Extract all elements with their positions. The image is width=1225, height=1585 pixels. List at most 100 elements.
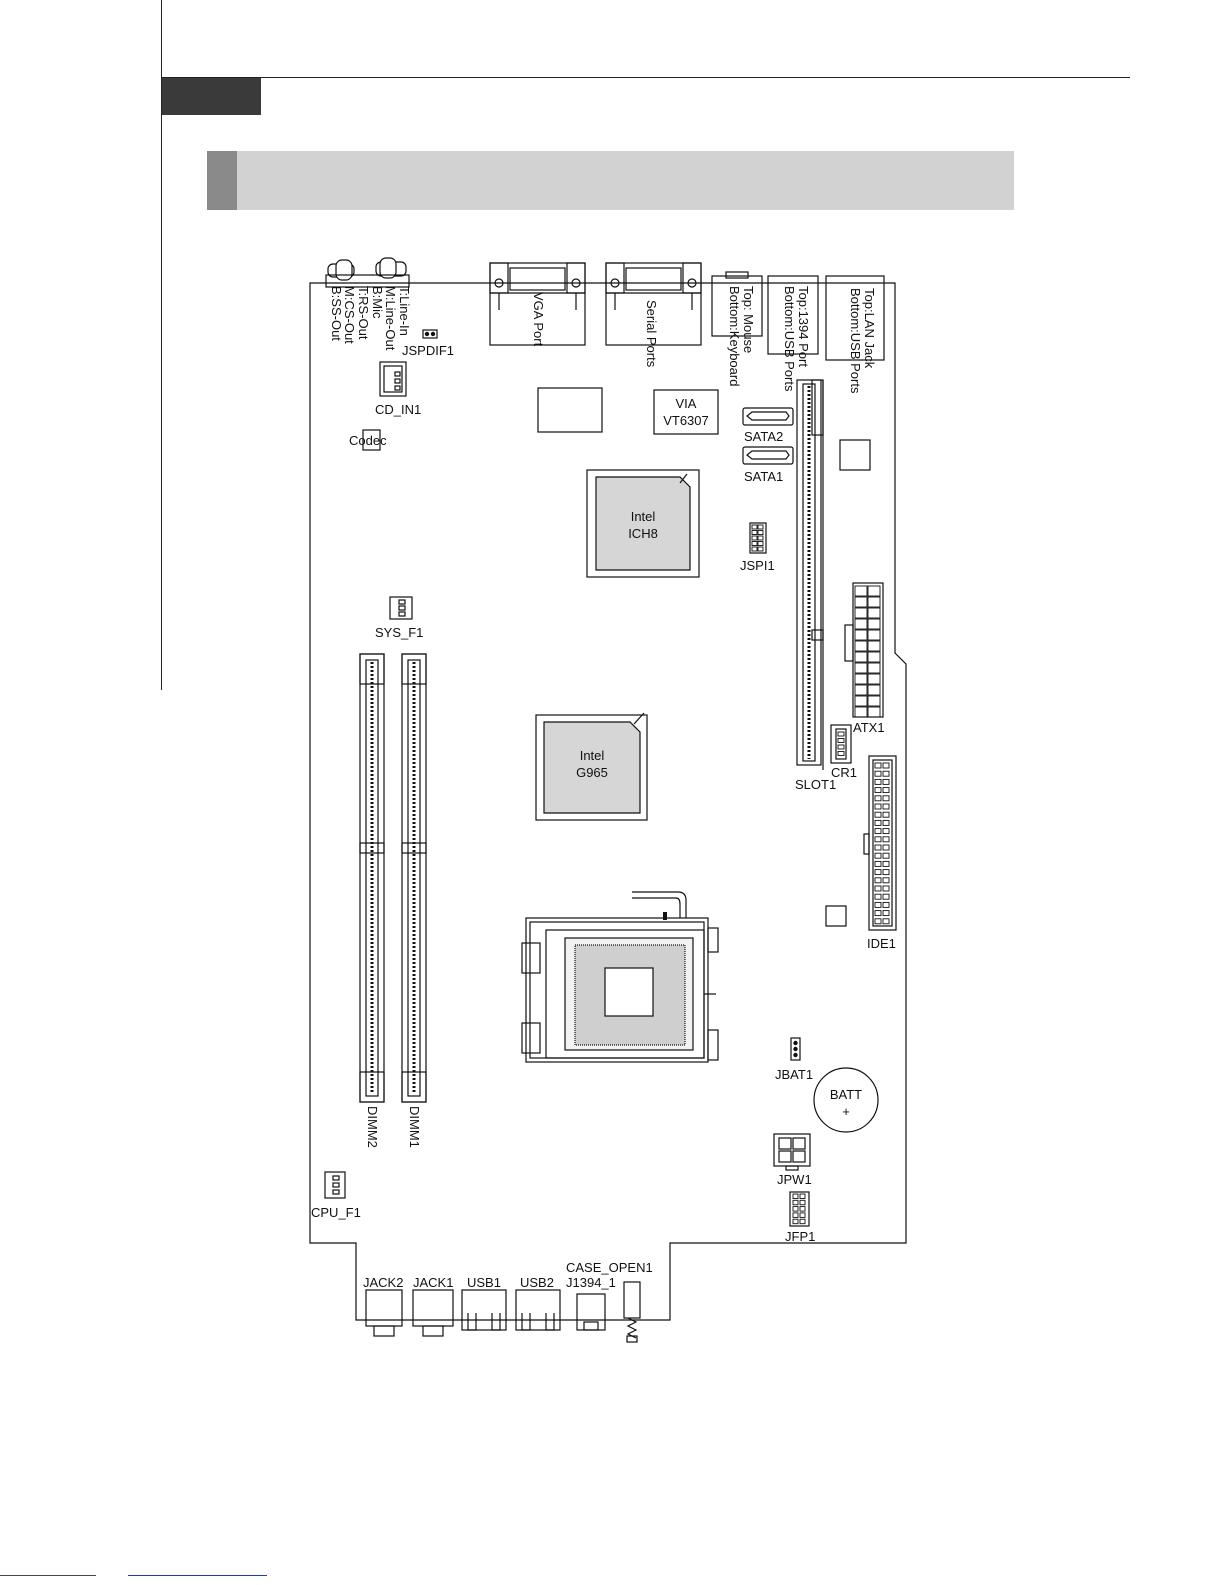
audio-label-ss-out: B:SS-Out xyxy=(328,286,344,341)
sata2-label: SATA2 xyxy=(744,429,784,444)
cd-in1-label: CD_IN1 xyxy=(375,402,422,417)
case-open1-label: CASE_OPEN1 xyxy=(566,1260,653,1275)
jspdif1-label: JSPDIF1 xyxy=(402,343,455,358)
lan-usb-label: Top:LAN Jack Bottom:USB Ports xyxy=(848,288,877,394)
audio-label-line-out: M:Line-Out xyxy=(383,286,399,351)
cd-in1-connector xyxy=(379,361,407,397)
audio-label-line-in: T:Line-In xyxy=(397,286,412,336)
chapter-tab xyxy=(162,78,261,115)
jfp1-pin-grid xyxy=(792,1193,806,1225)
usb1-connector xyxy=(461,1289,507,1331)
lan-label-bottom: Bottom:USB Ports xyxy=(848,288,864,394)
footer-rule-right xyxy=(128,1575,267,1576)
section-header-bar xyxy=(207,151,1014,210)
jspi1-pin-grid xyxy=(751,524,764,552)
ide1-label: IDE1 xyxy=(867,936,896,951)
dimm2-label: DIMM2 xyxy=(365,1106,380,1148)
audio-jack-stack xyxy=(325,257,410,288)
page-left-rule xyxy=(161,0,162,690)
ieee1394-usb-connector xyxy=(767,275,819,355)
battery-line1: BATT xyxy=(829,1087,863,1102)
dimm1-slot xyxy=(401,653,427,1103)
jspi1-label: JSPI1 xyxy=(740,558,775,573)
vga-port-connector xyxy=(489,262,586,346)
battery-text: BATT + xyxy=(814,1086,878,1120)
cr1-connector xyxy=(830,724,852,764)
ich8-line1: Intel xyxy=(630,509,656,524)
ieee1394-usb-label: Top:1394 Port Bottom:USB Ports xyxy=(782,286,811,392)
jfp1-front-panel-header xyxy=(789,1191,810,1227)
cpu-f1-label: CPU_F1 xyxy=(311,1205,361,1220)
sata1-label: SATA1 xyxy=(744,469,784,484)
usb2-label: USB2 xyxy=(520,1275,554,1290)
codec-label: Codec xyxy=(349,433,387,448)
unlabeled-chip xyxy=(537,387,603,433)
jbat1-header xyxy=(790,1037,801,1061)
ich8-chip xyxy=(586,469,700,578)
j1394-1-label: J1394_1 xyxy=(566,1275,616,1290)
ich8-chip-text: Intel ICH8 xyxy=(596,508,690,544)
jbat1-label: JBAT1 xyxy=(775,1067,814,1082)
serial-ports-label: Serial Ports xyxy=(644,300,659,368)
serial-port-connector xyxy=(605,262,702,346)
jpw1-power-connector xyxy=(773,1133,811,1171)
vga-port-label: VGA Port xyxy=(531,292,546,347)
via-chip-line1: VIA xyxy=(675,396,697,411)
atx1-label: ATX1 xyxy=(853,720,885,735)
ich8-line2: ICH8 xyxy=(628,526,658,541)
via-chip-line2: VT6307 xyxy=(663,413,709,428)
sys-f1-label: SYS_F1 xyxy=(375,625,424,640)
jspi1-header xyxy=(749,522,767,554)
battery-line2: + xyxy=(842,1104,850,1119)
ieee1394-label-bottom: Bottom:USB Ports xyxy=(782,286,798,392)
cpu-f1-fan-header xyxy=(324,1171,346,1199)
ieee1394-label-top: Top:1394 Port xyxy=(796,286,811,367)
audio-label-cs-out: M:CS-Out xyxy=(342,286,358,344)
usb1-label: USB1 xyxy=(467,1275,501,1290)
lan-usb-connector xyxy=(825,275,885,361)
g965-chip xyxy=(535,712,648,821)
cr1-label: CR1 xyxy=(831,765,858,780)
board-outline xyxy=(309,282,907,1321)
audio-stack-labels: T:Line-In M:Line-Out B:Mic T:RS-Out M:CS… xyxy=(328,286,412,351)
codec-chip xyxy=(362,429,381,451)
lan-label-top: Top:LAN Jack xyxy=(862,288,877,369)
ps2-connector xyxy=(711,275,763,337)
jack2-label: JACK2 xyxy=(363,1275,404,1290)
atx1-pin-grid xyxy=(854,585,881,718)
jack1-audio-jack xyxy=(412,1289,454,1337)
dimm1-label: DIMM1 xyxy=(407,1106,422,1148)
via-vt6307-chip xyxy=(653,389,719,435)
section-header-accent xyxy=(207,151,237,210)
via-chip-text: VIA VT6307 xyxy=(654,395,718,431)
case-open1-connector xyxy=(623,1281,641,1343)
jfp1-label: JFP1 xyxy=(785,1229,816,1244)
jspdif1-header xyxy=(422,329,438,339)
slot1-expansion-slot xyxy=(796,379,824,766)
small-chip-top-right xyxy=(839,439,871,471)
audio-label-mic: B:Mic xyxy=(369,286,385,319)
dimm2-slot xyxy=(359,653,385,1103)
page-top-rule xyxy=(162,77,1130,78)
cpu-socket xyxy=(521,891,719,1063)
g965-line1: Intel xyxy=(579,748,605,763)
footer-rule-left xyxy=(0,1575,96,1576)
sata1-connector xyxy=(742,446,794,465)
g965-chip-text: Intel G965 xyxy=(544,747,640,783)
audio-label-rs-out: T:RS-Out xyxy=(356,286,372,340)
g965-line2: G965 xyxy=(576,765,608,780)
cr1-pin-grid xyxy=(837,731,845,756)
ide1-connector xyxy=(863,755,897,931)
ps2-label-top: Top: Mouse xyxy=(741,286,756,354)
usb2-connector xyxy=(515,1289,561,1331)
ide1-pin-grid xyxy=(874,762,890,925)
sata2-connector xyxy=(742,407,794,426)
atx1-power-connector xyxy=(844,582,884,718)
ps2-label: Top: Mouse Bottom:Keyboard xyxy=(727,286,756,387)
slot1-label: SLOT1 xyxy=(795,777,837,792)
battery xyxy=(813,1067,879,1133)
small-chip-ide xyxy=(825,905,847,927)
jack2-audio-jack xyxy=(365,1289,403,1337)
ps2-label-bottom: Bottom:Keyboard xyxy=(727,286,743,387)
